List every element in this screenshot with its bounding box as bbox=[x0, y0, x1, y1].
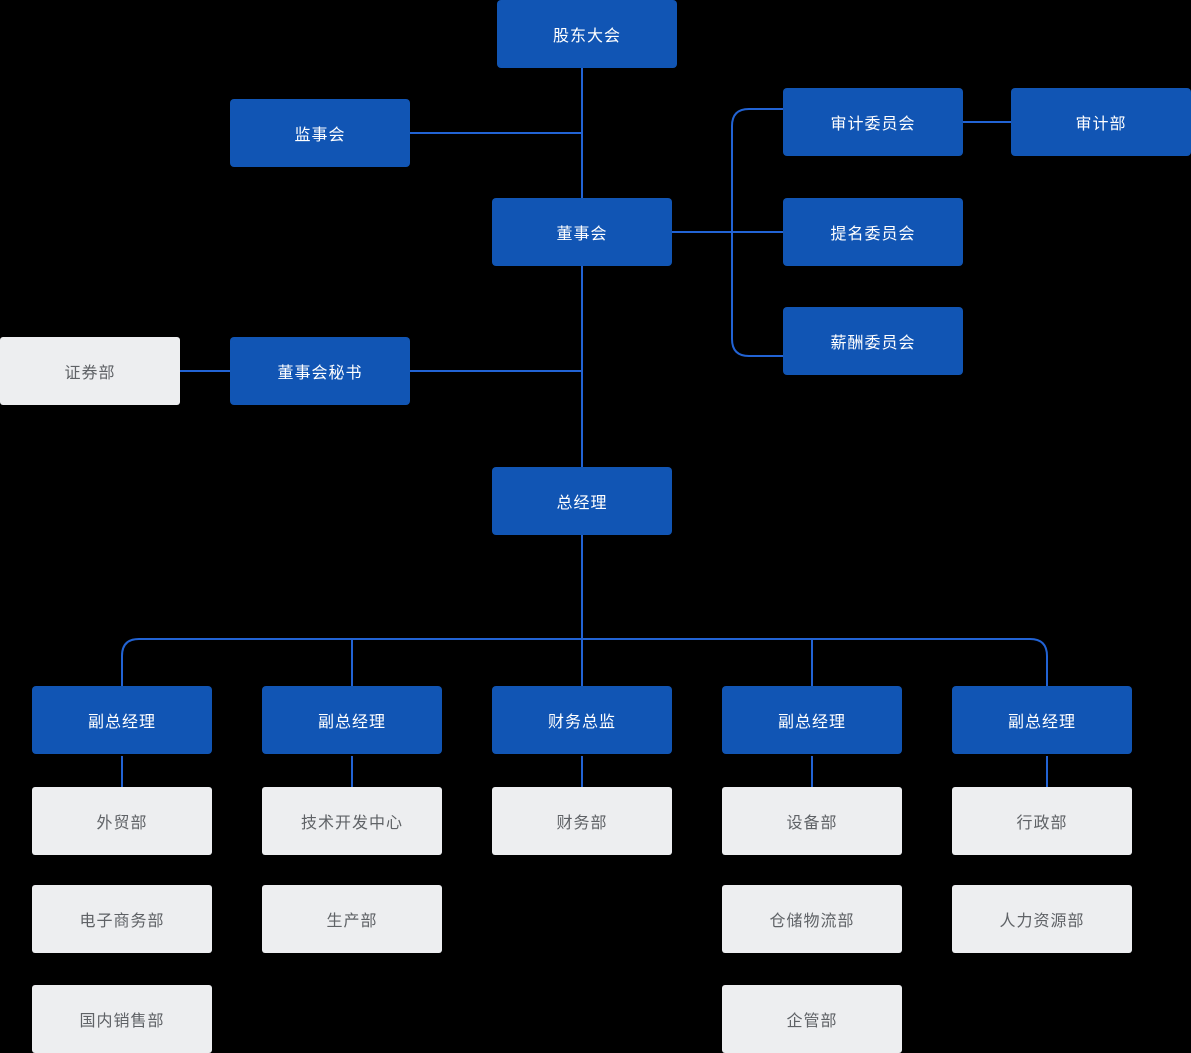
node-audit-committee: 审计委员会 bbox=[783, 88, 963, 156]
node-securities-department: 证券部 bbox=[0, 337, 180, 405]
node-board-secretary: 董事会秘书 bbox=[230, 337, 410, 405]
node-finance-department: 财务部 bbox=[492, 787, 672, 855]
node-deputy-gm-2: 副总经理 bbox=[262, 686, 442, 754]
connector-committee-bracket bbox=[731, 108, 783, 357]
node-audit-department: 审计部 bbox=[1011, 88, 1191, 156]
node-foreign-trade-department: 外贸部 bbox=[32, 787, 212, 855]
node-compensation-committee: 薪酬委员会 bbox=[783, 307, 963, 375]
node-equipment-department: 设备部 bbox=[722, 787, 902, 855]
node-general-manager: 总经理 bbox=[492, 467, 672, 535]
node-domestic-sales-department: 国内销售部 bbox=[32, 985, 212, 1053]
node-supervisory-board: 监事会 bbox=[230, 99, 410, 167]
node-administration-department: 行政部 bbox=[952, 787, 1132, 855]
node-warehouse-logistics-department: 仓储物流部 bbox=[722, 885, 902, 953]
node-tech-development-center: 技术开发中心 bbox=[262, 787, 442, 855]
node-deputy-gm-1: 副总经理 bbox=[32, 686, 212, 754]
node-hr-department: 人力资源部 bbox=[952, 885, 1132, 953]
connector-distribution-line bbox=[121, 638, 1048, 686]
node-finance-director: 财务总监 bbox=[492, 686, 672, 754]
node-nomination-committee: 提名委员会 bbox=[783, 198, 963, 266]
node-production-department: 生产部 bbox=[262, 885, 442, 953]
node-ecommerce-department: 电子商务部 bbox=[32, 885, 212, 953]
node-deputy-gm-4: 副总经理 bbox=[952, 686, 1132, 754]
node-board-of-directors: 董事会 bbox=[492, 198, 672, 266]
node-shareholders-meeting: 股东大会 bbox=[497, 0, 677, 68]
node-deputy-gm-3: 副总经理 bbox=[722, 686, 902, 754]
node-enterprise-management-department: 企管部 bbox=[722, 985, 902, 1053]
